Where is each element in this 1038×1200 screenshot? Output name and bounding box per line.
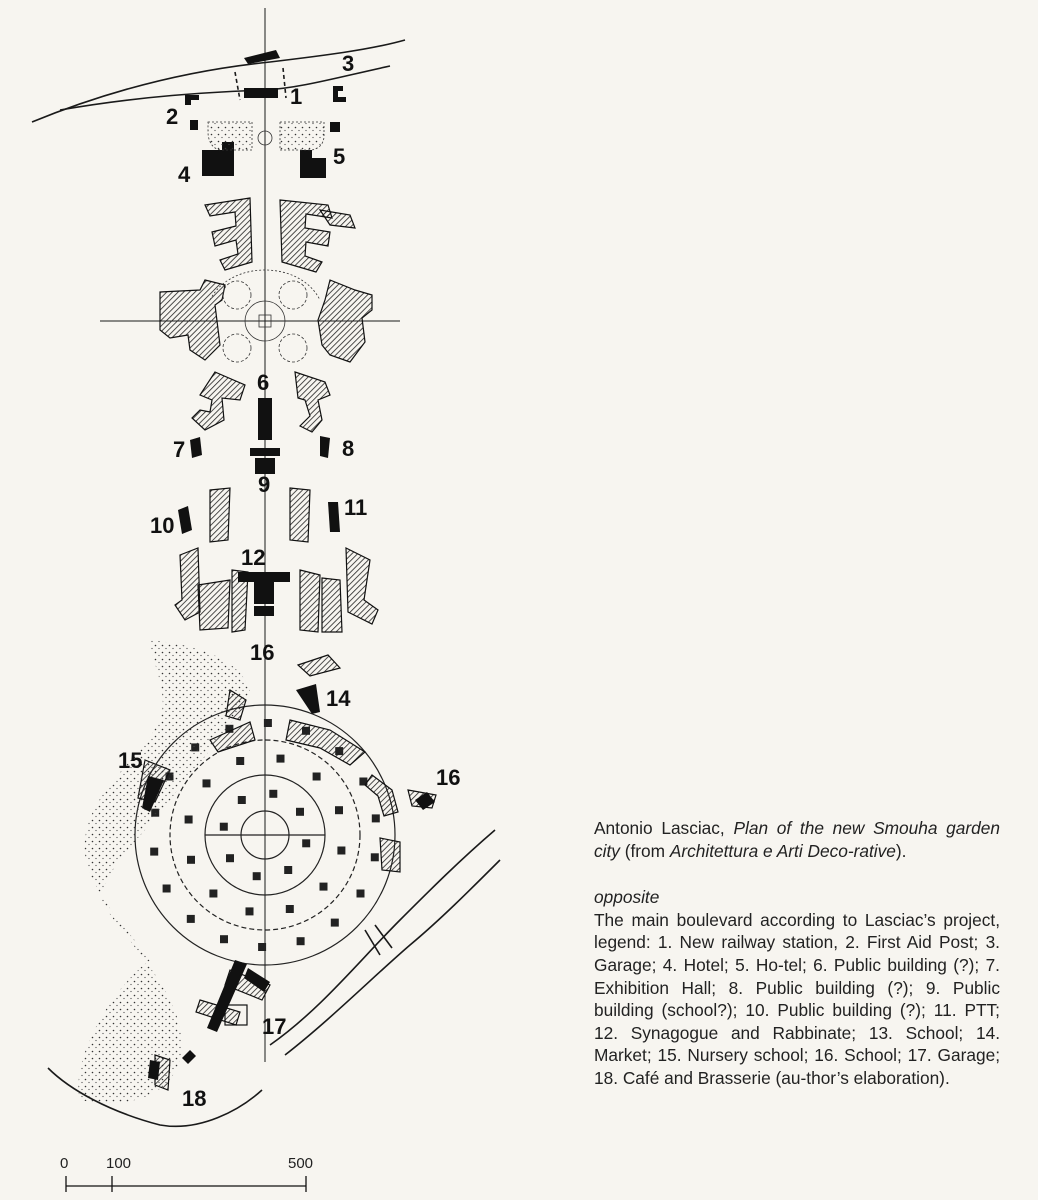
central-plaza [209, 269, 321, 363]
coastline-south [47, 829, 501, 1128]
house-block [285, 905, 294, 913]
caption-title: Antonio Lasciac, Plan of the new Smouha … [594, 817, 1000, 862]
scale-bar [65, 1176, 307, 1192]
house-block [359, 777, 368, 786]
caption-legend: The main boulevard according to Lasciac’… [594, 909, 1000, 1088]
station-gardens [207, 121, 325, 151]
label-7: 7 [173, 437, 185, 462]
figure-caption: Antonio Lasciac, Plan of the new Smouha … [594, 817, 1000, 1090]
house-block [302, 839, 311, 848]
house-block [209, 889, 218, 898]
caption-end: ). [895, 840, 907, 861]
label-14: 14 [326, 686, 351, 711]
house-block [252, 872, 261, 881]
house-block [184, 815, 193, 824]
southern-solid [142, 776, 435, 1080]
scale-label-0: 0 [60, 1155, 69, 1172]
label-18: 18 [182, 1086, 206, 1111]
axis-lines [100, 8, 400, 1062]
label-15: 15 [118, 748, 142, 773]
scale-label-500: 500 [288, 1155, 314, 1172]
caption-author: Antonio Lasciac, [594, 818, 734, 838]
house-block [258, 943, 267, 951]
house-block [276, 754, 285, 763]
public-buildings-solid [178, 398, 340, 714]
caption-plan-title: Plan of the new Smouha garden city [594, 818, 1000, 861]
middle-blocks [174, 371, 379, 633]
house-block [187, 855, 195, 864]
label-6: 6 [257, 370, 269, 395]
label-16-north: 16 [250, 640, 274, 665]
label-8: 8 [342, 436, 354, 461]
house-block [263, 719, 272, 727]
house-block [312, 772, 321, 781]
house-block [356, 889, 365, 898]
caption-opposite: opposite [594, 887, 660, 908]
house-block [319, 882, 328, 891]
label-2: 2 [166, 104, 178, 129]
house-block [150, 847, 159, 856]
house-block [245, 907, 254, 916]
caption-from: (from [619, 840, 670, 861]
house-block [236, 757, 245, 765]
house-block [269, 789, 278, 798]
label-11: 11 [344, 495, 367, 520]
label-12: 12 [241, 545, 265, 570]
label-5: 5 [333, 144, 345, 169]
house-block [284, 866, 293, 874]
house-block [226, 854, 234, 863]
station-buildings [185, 50, 346, 178]
house-block [337, 846, 346, 855]
stippled-terrain [78, 640, 250, 1104]
house-block [220, 935, 228, 944]
label-10: 10 [150, 513, 174, 538]
house-block [371, 814, 380, 823]
label-1: 1 [290, 84, 302, 109]
house-block [296, 937, 305, 946]
house-block [370, 853, 379, 862]
house-block [296, 807, 304, 816]
label-9: 9 [258, 472, 270, 497]
house-block [225, 724, 234, 733]
label-16-east: 16 [436, 765, 460, 790]
house-block [237, 796, 246, 804]
house-block [162, 884, 171, 893]
scale-label-100: 100 [106, 1155, 132, 1172]
house-block [219, 822, 228, 831]
house-block [186, 914, 195, 923]
house-block [335, 806, 343, 815]
house-block [202, 779, 211, 788]
label-4: 4 [178, 162, 191, 187]
upper-blocks [159, 197, 373, 363]
label-3: 3 [342, 51, 354, 76]
house-block [330, 918, 339, 927]
label-17: 17 [262, 1014, 286, 1039]
caption-source: Architettura e Arti Deco-rative [669, 840, 896, 861]
